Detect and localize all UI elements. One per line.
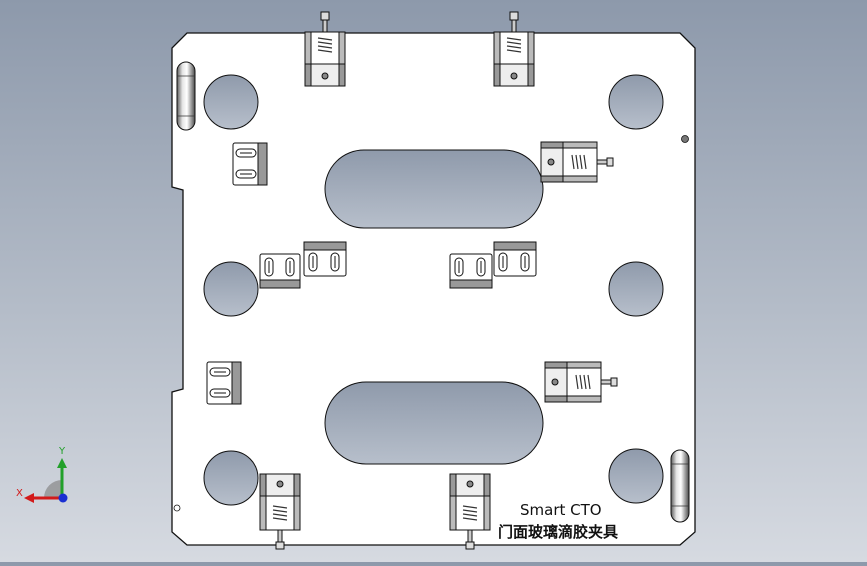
support-block-left-lower [206, 361, 242, 405]
toggle-clamp-side-lower [544, 361, 618, 403]
y-axis-arrow [57, 458, 67, 468]
oval-slot-top [324, 149, 544, 229]
toggle-clamp-bottom-right [449, 473, 491, 550]
round-hole [203, 74, 259, 130]
support-block-left-upper [232, 142, 268, 186]
round-hole [608, 448, 664, 504]
orientation-triad[interactable]: Y X [16, 446, 68, 503]
x-axis-arrow [24, 493, 34, 503]
pin-hole [173, 504, 181, 512]
round-holes [203, 74, 664, 506]
round-hole [608, 261, 664, 317]
toggle-clamp-bottom-left [259, 473, 301, 550]
support-block-mid-2 [303, 241, 347, 277]
triad-quadrant [44, 480, 62, 498]
x-axis-label: X [16, 488, 23, 499]
pin-hole [681, 135, 689, 143]
locating-bar-left [176, 61, 196, 131]
toggle-clamp-top-left [304, 11, 346, 87]
toggle-clamp-side-upper [540, 141, 614, 183]
support-block-mid-1 [259, 253, 301, 289]
oval-slot-bottom [324, 381, 544, 465]
caption-line-1: Smart CTO [520, 501, 602, 519]
locating-bar-right [670, 449, 690, 523]
support-block-mid-4 [493, 241, 537, 277]
caption-line-2: 门面玻璃滴胶夹具 [498, 523, 618, 541]
z-axis-dot [58, 493, 68, 503]
y-axis-label: Y [58, 446, 66, 457]
round-hole [203, 450, 259, 506]
oval-slots [324, 149, 544, 465]
support-block-mid-3 [449, 253, 493, 289]
round-hole [203, 261, 259, 317]
round-hole [608, 74, 664, 130]
toggle-clamp-top-right [493, 11, 535, 87]
